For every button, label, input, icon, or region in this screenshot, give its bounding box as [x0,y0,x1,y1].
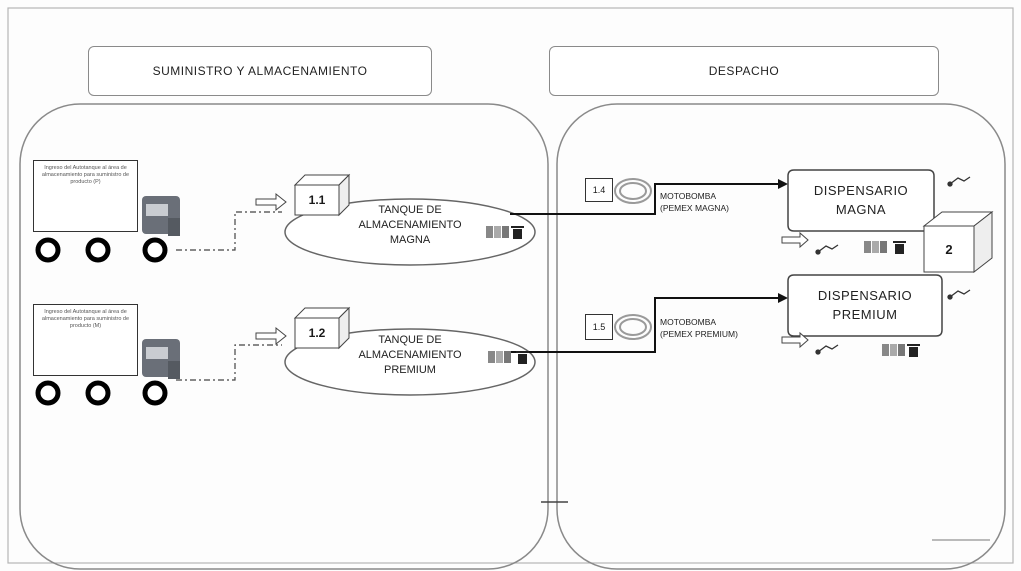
pump-1-5-id: 1.5 [585,314,613,340]
pump-coil-icon-1 [614,178,652,204]
arrow-right-icon-3 [781,231,809,249]
trash-icon-3 [893,241,906,254]
arrow-right-icon-1 [255,192,287,212]
right-section-panel [556,103,1006,570]
tank-premium-line3: PREMIUM [384,364,436,376]
pump-coil-icon-2 [614,314,652,340]
pump-magna-line1: MOTOBOMBA [660,191,717,201]
left-section-panel [19,103,549,570]
trash-icon-1 [511,226,524,239]
cube-icon-1 [293,173,351,217]
cube-icon-3 [922,210,994,274]
books-icon-1 [486,226,509,238]
magna-flow-arrowhead [778,179,788,189]
outer-frame [7,7,1014,564]
dispenser-premium-label: DISPENSARIO PREMIUM [788,286,942,324]
hose-nozzle-icon-4 [815,344,839,355]
trash-icon-2 [516,351,529,364]
tank-magna-ellipse [284,198,536,266]
books-icon-3 [864,241,887,253]
arrow-right-icon-2 [255,326,287,346]
tank-magna-line2: ALMACENAMIENTO [358,219,462,231]
truck-1-note: Ingreso del Autotanque al área de almace… [33,160,138,232]
hose-nozzle-icon-1 [815,244,839,255]
dispenser-premium-line1: DISPENSARIO [817,288,913,303]
hose-nozzle-icon-2 [947,176,971,187]
trash-icon-4 [907,344,920,357]
cube-icon-2 [293,306,351,350]
books-icon-4 [882,344,905,356]
truck-2-note: Ingreso del Autotanque al área de almace… [33,304,138,376]
dispenser-premium-box [787,274,943,337]
tank-premium-ellipse [284,328,536,396]
pump-premium-label: MOTOBOMBA (PEMEX PREMIUM) [660,316,738,340]
dispenser-magna-line2: MAGNA [835,202,887,217]
node-2-label: 2 [945,241,953,257]
truck2-supply-line [176,344,282,381]
dispenser-magna-line1: DISPENSARIO [813,183,909,198]
section-header-suministro: SUMINISTRO Y ALMACENAMIENTO [88,46,432,96]
tank-premium-line2: ALMACENAMIENTO [358,349,462,361]
pump-magna-label: MOTOBOMBA (PEMEX MAGNA) [660,190,729,214]
hose-nozzle-icon-3 [947,289,971,300]
pump-premium-line1: MOTOBOMBA [660,317,717,327]
pump-1-4-id: 1.4 [585,178,613,202]
arrow-right-icon-4 [781,331,809,349]
books-icon-2 [488,351,511,363]
tank-premium-label: TANQUE DE ALMACENAMIENTO PREMIUM [345,333,475,378]
tank-magna-line3: MAGNA [389,234,431,246]
dispenser-magna-label: DISPENSARIO MAGNA [788,181,934,219]
section-header-despacho: DESPACHO [549,46,939,96]
magna-flow-line [510,183,778,215]
tank-1-1-id: 1.1 [308,193,326,207]
tank-magna-label: TANQUE DE ALMACENAMIENTO MAGNA [345,203,475,248]
premium-flow-arrowhead [778,293,788,303]
truck-icon-1 [35,196,180,263]
tank-premium-line1: TANQUE DE [378,334,442,346]
truck1-supply-line [176,211,282,251]
premium-flow-line [510,297,778,353]
dispenser-premium-line2: PREMIUM [832,307,898,322]
tank-magna-line1: TANQUE DE [378,204,442,216]
pump-magna-line2: (PEMEX MAGNA) [660,203,729,213]
truck-icon-2 [35,339,180,406]
pump-premium-line2: (PEMEX PREMIUM) [660,329,738,339]
tank-1-2-id: 1.2 [308,326,326,340]
